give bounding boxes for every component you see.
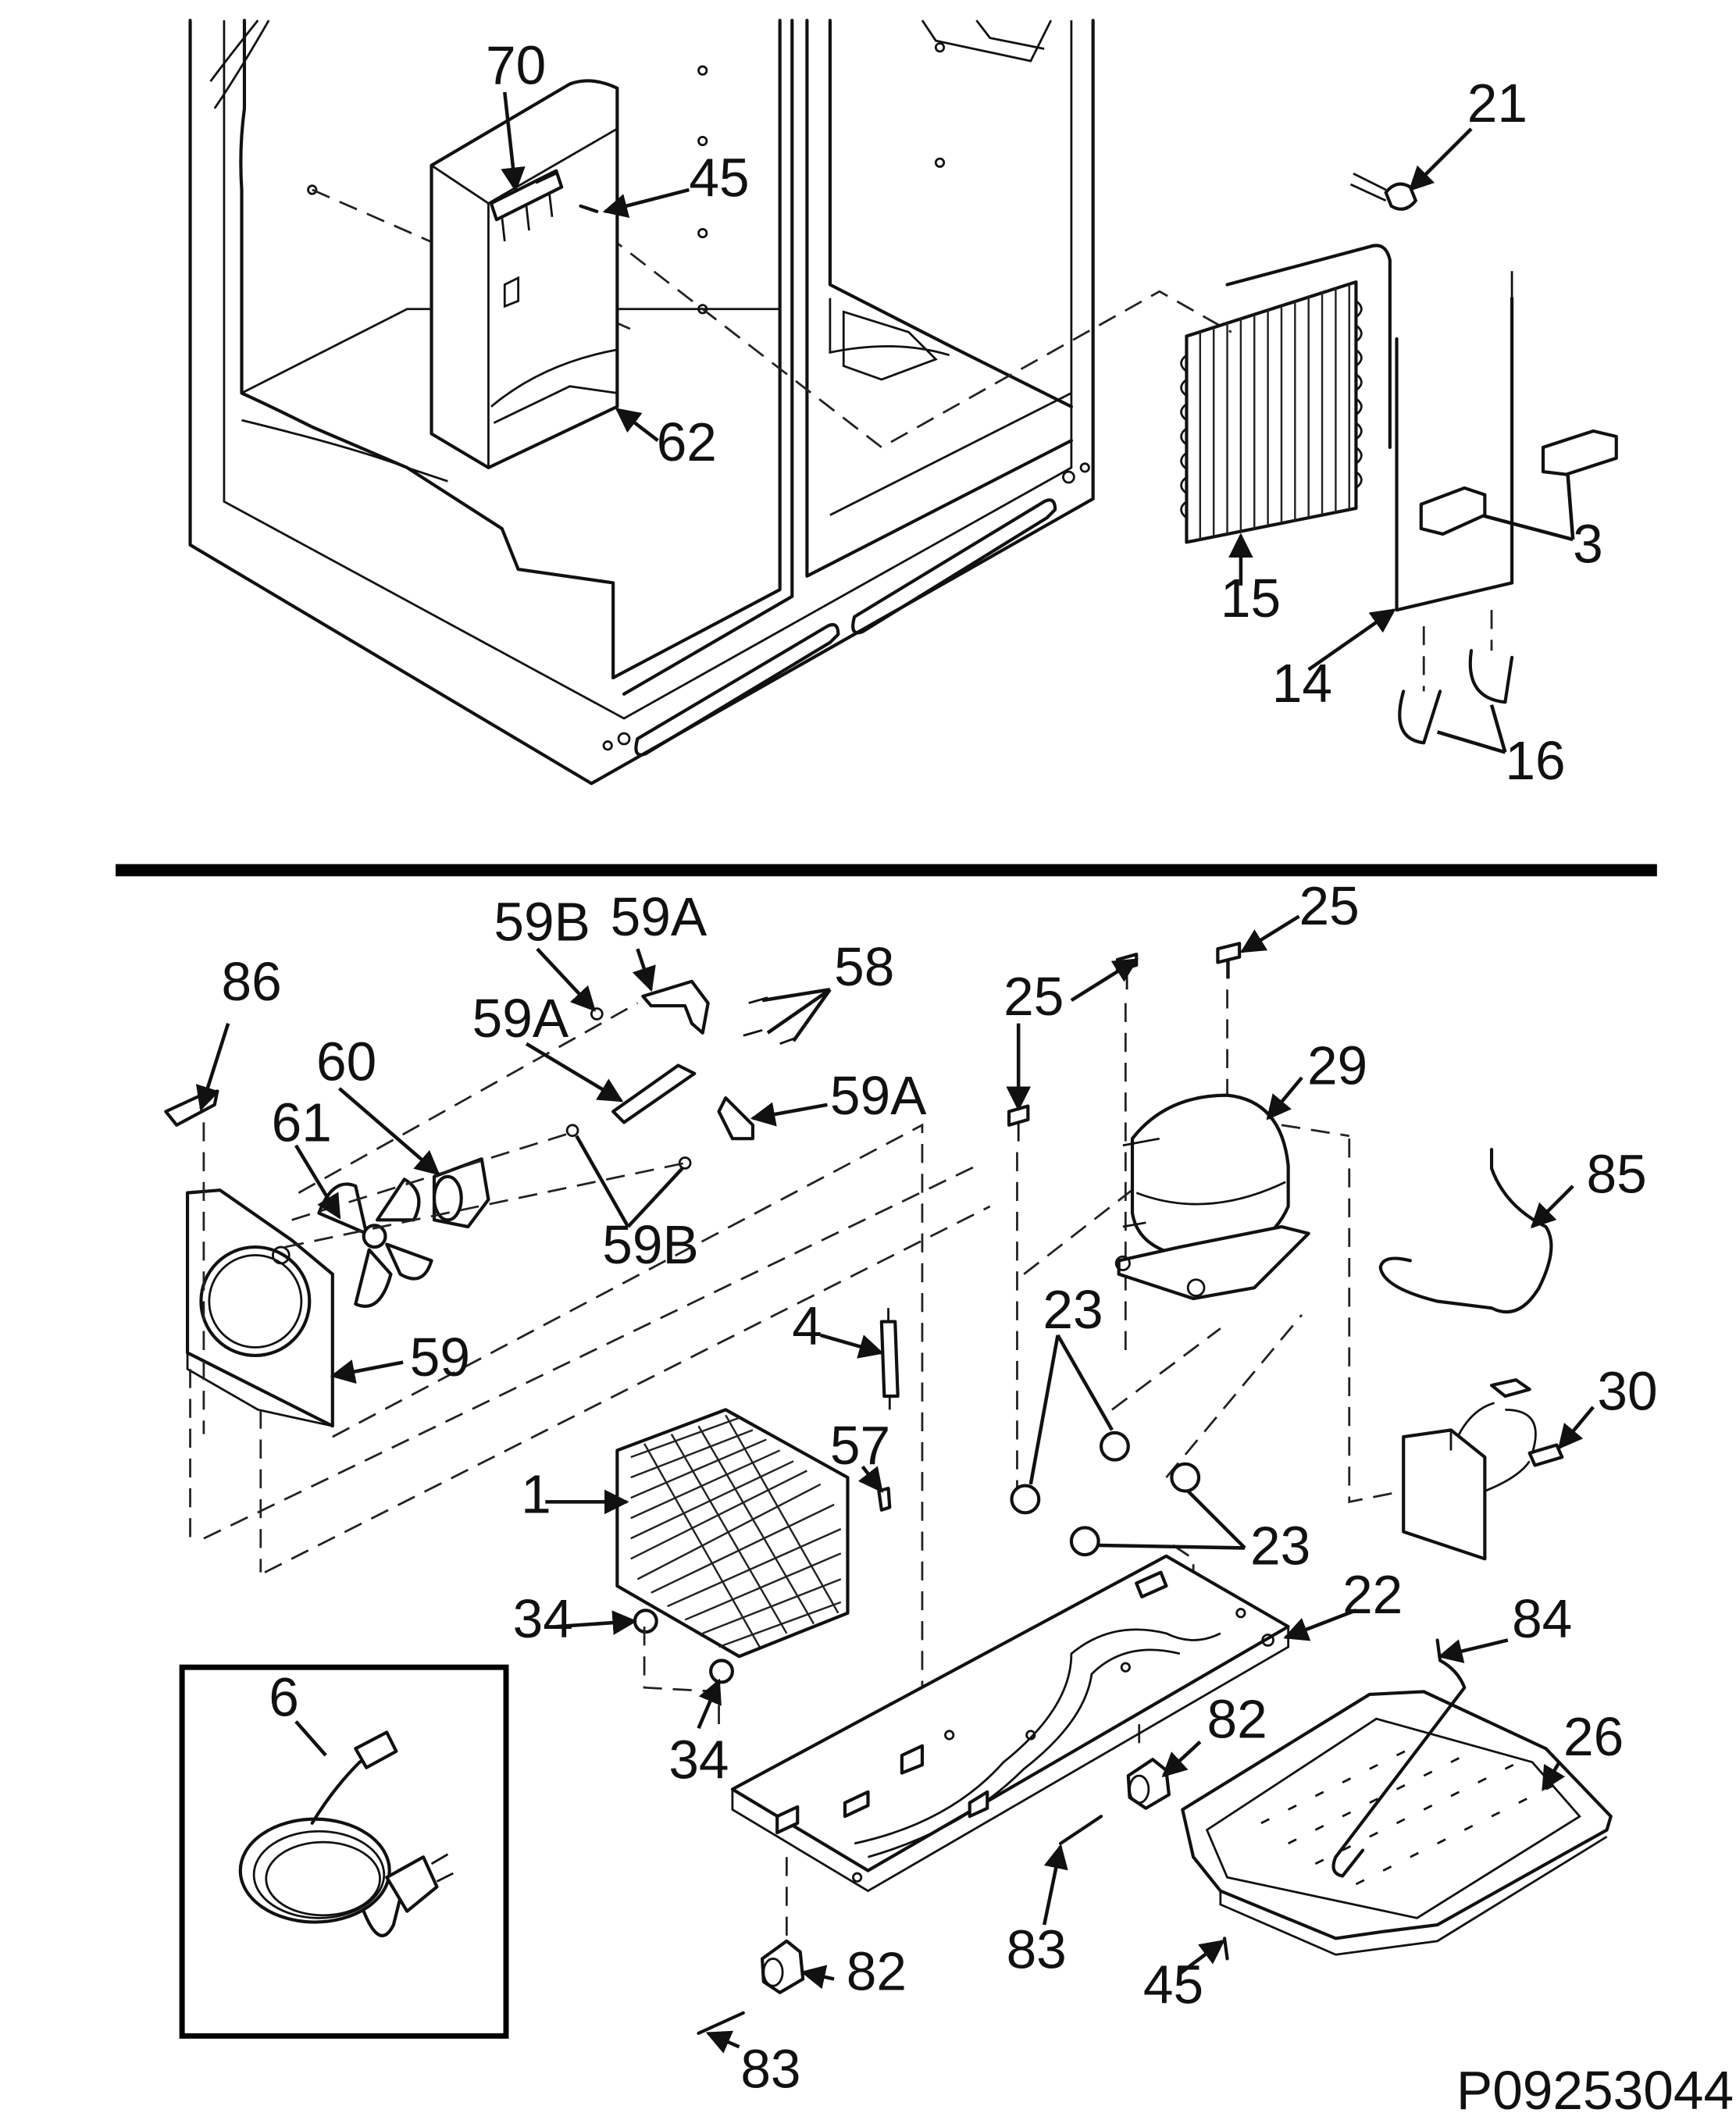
- callout-70: 70: [486, 35, 546, 96]
- callout-59B: 59B: [602, 1214, 699, 1275]
- grommet-part-34: [633, 1609, 734, 1684]
- callout-14: 14: [1272, 653, 1332, 714]
- drain-pan-part-26: [1181, 1690, 1613, 1956]
- callout-84: 84: [1512, 1588, 1572, 1649]
- cabinet-liner-drawing: [188, 18, 1232, 786]
- compressor-part-29: [1114, 1093, 1310, 1301]
- callout-1: 1: [521, 1463, 551, 1524]
- top-leaders: [501, 91, 1575, 754]
- ice-bucket-part-62: [430, 79, 619, 469]
- callout-29: 29: [1307, 1035, 1367, 1096]
- callout-59A: 59A: [611, 886, 708, 947]
- condenser-part-1: [615, 1408, 850, 1659]
- callout-45: 45: [689, 148, 749, 208]
- power-cord-inset-frame: [179, 1664, 509, 2039]
- clip-part-16: [1398, 610, 1514, 745]
- callout-83: 83: [740, 2038, 800, 2099]
- callout-3: 3: [1573, 513, 1603, 574]
- callout-83: 83: [1007, 1919, 1067, 1980]
- tube-part-85: [1378, 1147, 1553, 1314]
- drain-tube-part-84: [1331, 1638, 1467, 1878]
- power-cord-part-6: [238, 1730, 454, 1937]
- callout-59: 59: [410, 1327, 470, 1388]
- callout-86: 86: [221, 951, 281, 1012]
- callout-16: 16: [1505, 730, 1565, 791]
- callout-22: 22: [1342, 1564, 1403, 1625]
- callout-82: 82: [847, 1940, 907, 2001]
- screw-part-45-bottom: [1222, 1937, 1229, 1961]
- screw-part-83: [697, 1815, 1103, 2035]
- callout-34: 34: [513, 1588, 573, 1649]
- tube-fitting-part-21: [1349, 172, 1417, 211]
- callout-59B: 59B: [494, 892, 590, 953]
- callout-4: 4: [792, 1295, 822, 1356]
- callout-23: 23: [1250, 1515, 1310, 1576]
- condenser-coil-part-15: [1180, 244, 1392, 544]
- pad-part-3: [1419, 429, 1618, 536]
- filter-drier-part-4: [879, 1308, 900, 1410]
- callout-23: 23: [1043, 1279, 1103, 1340]
- condenser-bracket-part-14: [1395, 271, 1514, 612]
- callout-45: 45: [1143, 1954, 1203, 2015]
- callout-57: 57: [830, 1415, 890, 1476]
- caster-part-82: [761, 1758, 1171, 1994]
- grommet-part-23: [1010, 1431, 1201, 1557]
- callout-26: 26: [1563, 1706, 1624, 1767]
- callout-59A: 59A: [472, 988, 569, 1049]
- bracket-part-70: [489, 169, 564, 242]
- document-code: P09253044382: [1456, 2060, 1736, 2120]
- bottom-leaders: [195, 914, 1595, 2054]
- callout-82: 82: [1207, 1688, 1267, 1749]
- control-module-part-30: [1402, 1378, 1564, 1561]
- callout-labels: 70 45 62 21 15 3 14 16 59B 59A 58 86 59A…: [221, 35, 1736, 2120]
- callout-25: 25: [1299, 875, 1360, 936]
- callout-85: 85: [1587, 1144, 1647, 1205]
- fan-blade-part-61: [317, 1178, 433, 1308]
- callout-34: 34: [668, 1730, 729, 1790]
- clip-part-57: [877, 1486, 892, 1512]
- bracket-part-86: [164, 1089, 219, 1127]
- callout-62: 62: [657, 412, 717, 472]
- callout-60: 60: [316, 1031, 376, 1092]
- callout-59A: 59A: [830, 1065, 927, 1126]
- callout-25: 25: [1003, 966, 1064, 1027]
- callout-21: 21: [1467, 73, 1527, 134]
- screw-part-45: [579, 204, 599, 213]
- motor-brackets-59A: [565, 979, 796, 1170]
- callout-6: 6: [269, 1667, 299, 1728]
- callout-61: 61: [272, 1092, 332, 1153]
- callout-15: 15: [1221, 568, 1281, 629]
- callout-30: 30: [1597, 1360, 1657, 1421]
- fan-shroud-part-59: [185, 1188, 334, 1428]
- callout-58: 58: [834, 936, 894, 997]
- fan-motor-part-60: [432, 1157, 490, 1229]
